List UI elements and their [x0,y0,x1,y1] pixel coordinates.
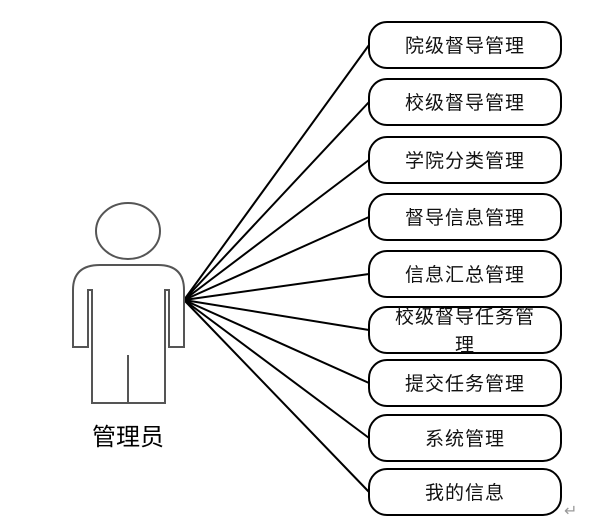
use-case-label: 校级督导任务管 [395,306,535,328]
use-case-outline [368,414,562,462]
actor-head [95,202,161,260]
use-case-box: 院级督导管理 [368,21,562,69]
use-case-outline [368,78,562,126]
use-case-label: 提交任务管理 [405,373,525,395]
use-case-label: 信息汇总管理 [405,264,525,286]
use-case-outline [368,193,562,241]
association-line [183,273,370,301]
use-case-outline [368,21,562,69]
actor-label: 管理员 [92,423,164,451]
use-case-label: 校级督导管理 [405,92,525,114]
use-case-outline [368,136,562,184]
use-case-label: 督导信息管理 [405,207,525,229]
use-case-outline [368,359,562,407]
association-line [183,299,370,331]
association-line [183,216,370,301]
use-case-outline [368,468,562,516]
use-case-box: 系统管理 [368,414,562,462]
use-case-box: 提交任务管理 [368,359,562,407]
association-line [183,159,370,301]
use-case-outline [368,250,562,298]
use-case-label: 学院分类管理 [405,150,525,172]
paragraph-mark: ↵ [564,501,577,518]
use-case-label: 院级督导管理 [405,35,525,57]
association-line [183,299,370,439]
use-case-label: 系统管理 [425,428,505,450]
association-lines [183,44,370,493]
association-line [183,299,370,384]
use-case-box: 学院分类管理 [368,136,562,184]
actor-body-outline [72,264,185,404]
association-line [183,299,370,493]
use-case-outline [368,306,562,354]
use-case-label: 我的信息 [425,482,505,504]
association-line [183,44,370,301]
use-case-label: 理 [455,334,475,356]
use-case-box: 我的信息 [368,468,562,516]
association-line [183,101,370,301]
use-case-box: 信息汇总管理 [368,250,562,298]
use-case-list: 院级督导管理校级督导管理学院分类管理督导信息管理信息汇总管理校级督导任务管理提交… [368,21,562,516]
use-case-box: 校级督导管理 [368,78,562,126]
use-case-box: 督导信息管理 [368,193,562,241]
actor-figure [72,202,185,404]
